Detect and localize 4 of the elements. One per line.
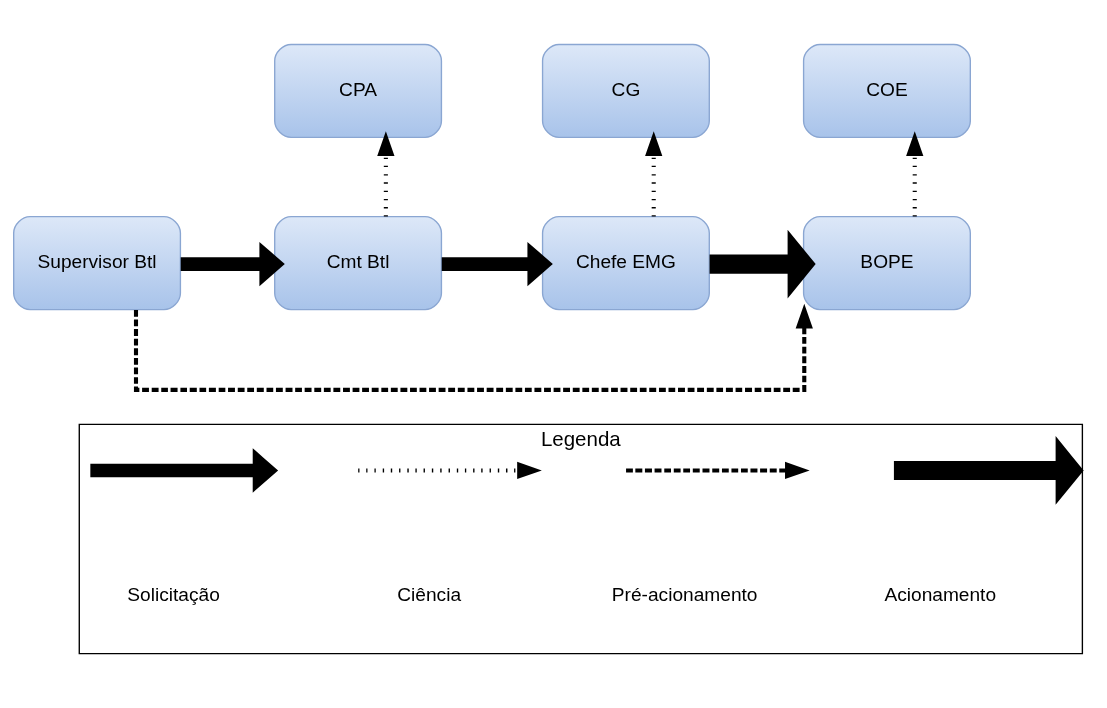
legend-label: Acionamento <box>884 583 997 605</box>
legend-label: Solicitação <box>127 583 220 605</box>
legend-label: Pré-acionamento <box>611 583 758 605</box>
legend-label: Ciência <box>397 583 462 605</box>
